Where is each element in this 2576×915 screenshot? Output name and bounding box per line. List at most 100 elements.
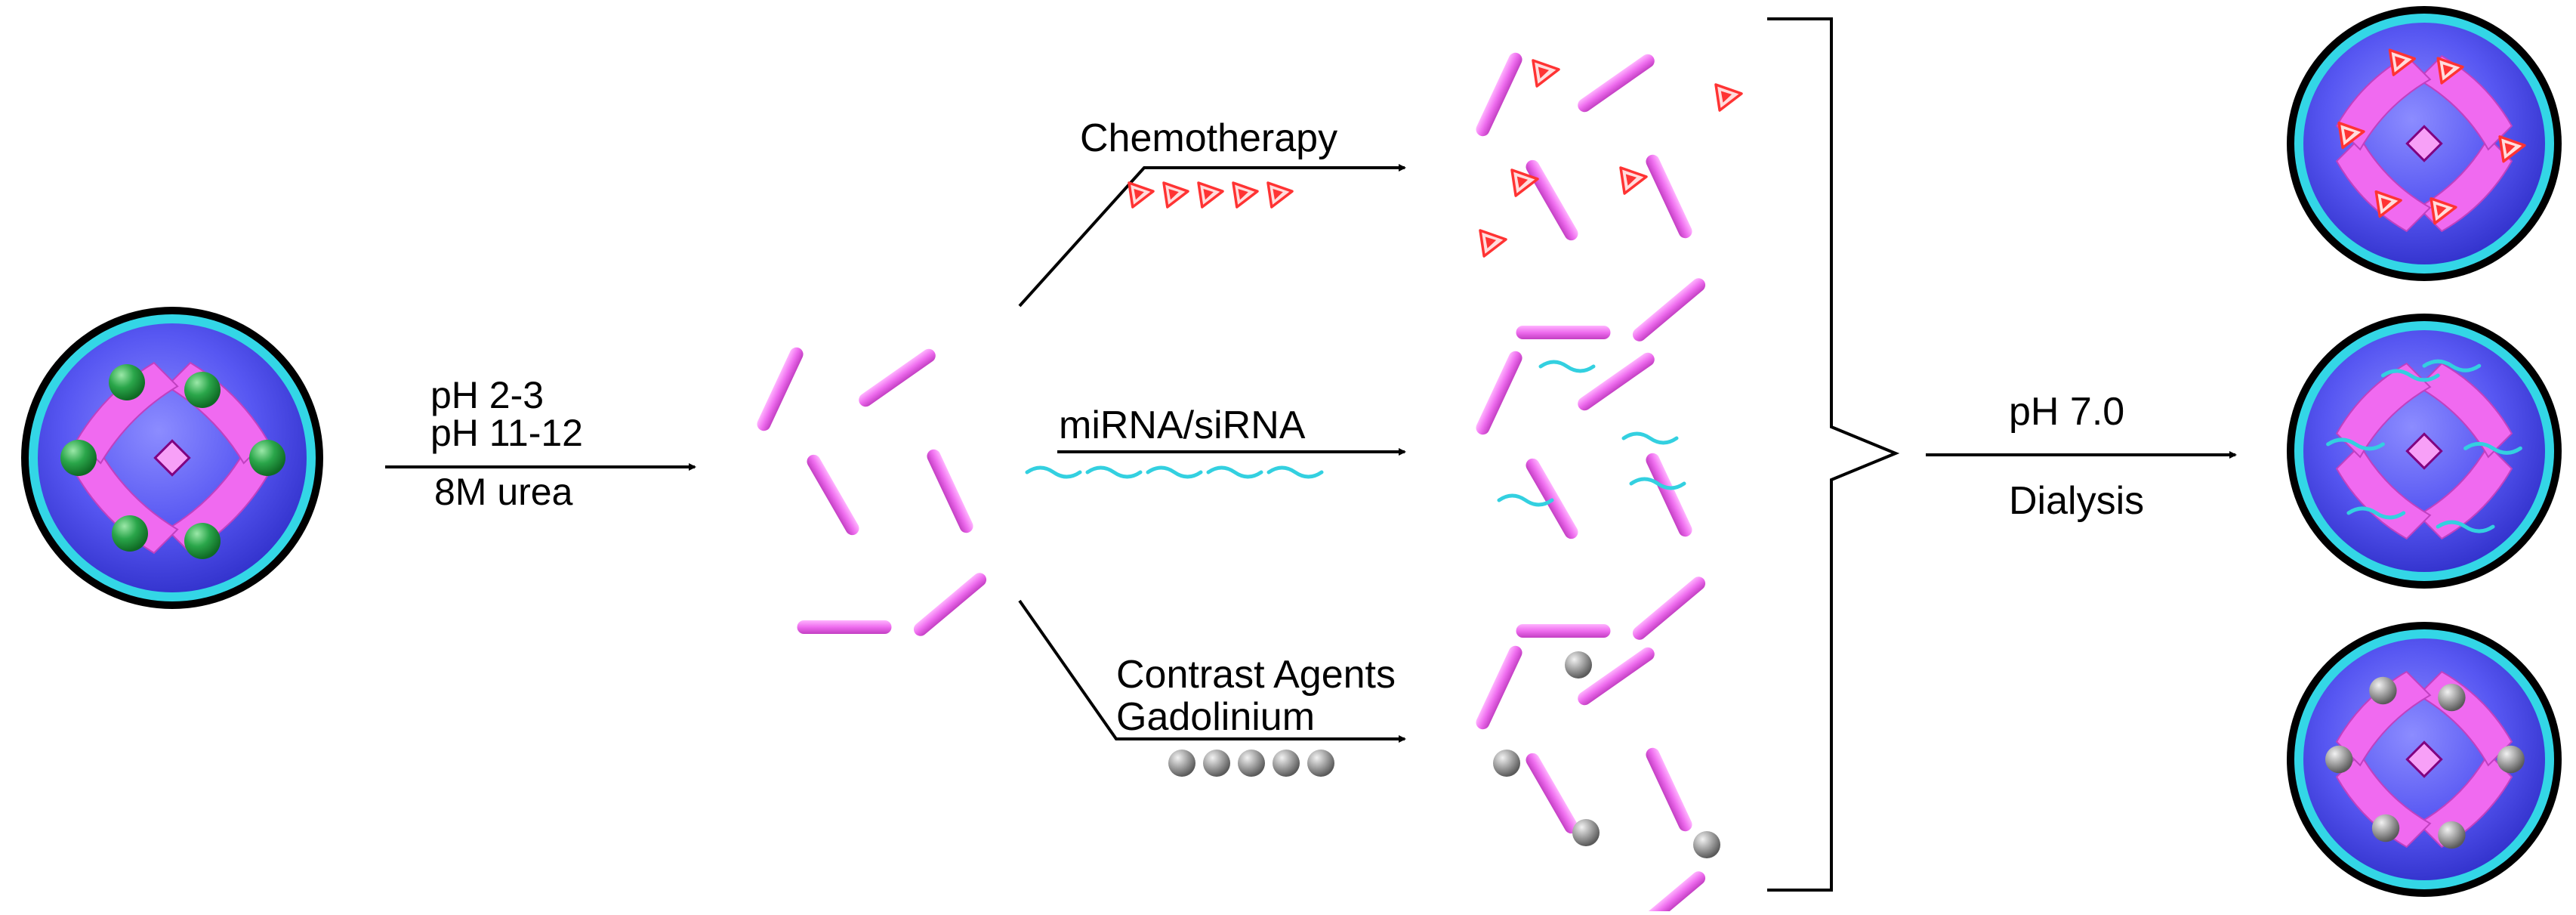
nucleic-acid-strand-icon [1266,465,1324,479]
encapsulated-cargo-icon [184,372,221,408]
mirna-sirna-label: miRNA/siRNA [1059,403,1306,447]
gadolinium-sphere-icon [1572,819,1600,846]
diagram-graphics [21,6,2562,915]
ferritin-subunit-rod-icon [1578,352,1655,411]
gadolinium-sphere-icon [1203,750,1230,777]
encapsulated-cargo-icon [249,440,285,476]
nucleic-acid-strand-icon [1497,493,1554,507]
ferritin-subunit-rod-icon [927,449,973,533]
gadolinium-sphere-icon [2371,814,2400,842]
ferritin-subunit-rod-icon [1578,54,1655,113]
drug-molecule-icon [1266,181,1294,209]
step1-line-3: 8M urea [434,471,573,513]
gadolinium-sphere-icon [2369,676,2397,705]
ferritin-subunit-rod-icon [1526,753,1578,834]
drug-molecule-icon [2436,57,2464,85]
cage-subunit-icon [2335,54,2432,151]
gadolinium-sphere-icon [2438,821,2466,849]
nucleic-acid-strand-icon [1621,431,1679,445]
ferritin-subunit-rod-icon [1632,577,1706,640]
encapsulated-cargo-icon [109,364,145,400]
encapsulated-cargo-icon [184,523,221,559]
ferritin-subunit-rod-icon [1476,52,1522,137]
gadolinium-sphere-icon [1168,750,1195,777]
ferritin-subunit-rod-icon [1632,871,1706,915]
ferritin-subunit-rod-icon [1516,624,1611,638]
drug-molecule-icon [1479,229,1507,258]
nucleic-acid-strand-icon [1085,465,1143,479]
nucleic-acid-strand-icon [2463,441,2522,455]
chemotherapy-label: Chemotherapy [1080,116,1337,160]
drug-molecule-icon [1128,181,1155,209]
arrow-icon [1018,164,1406,308]
gadolinium-sphere-icon [1238,750,1265,777]
starting-nanoparticle [21,307,323,609]
drug-molecule-icon [1532,59,1560,88]
cage-subunit-icon [76,361,179,465]
gadolinium-sphere-icon [1273,750,1300,777]
dialysis-label: Dialysis [2009,479,2144,523]
ferritin-subunit-rod-icon [1646,453,1692,537]
cage-subunit-icon [2417,362,2513,459]
connectors [385,17,2237,892]
gadolinium-sphere-icon [1565,651,1592,679]
disassembled-subunits [757,347,987,636]
drug-molecule-icon [2374,190,2402,218]
cage-subunit-icon [2335,670,2432,767]
drug-molecule-icon [1619,166,1648,195]
chemotherapy-loading-cluster [1476,52,1706,342]
encapsulated-cargo-icon [60,440,97,476]
gadolinium-sphere-icon [2497,745,2525,774]
ferritin-subunit-rod-icon [1578,647,1655,706]
gadolinium-label: Gadolinium [1116,695,1315,739]
drug-molecule-icon [2498,135,2526,163]
bracket-icon [1767,17,1900,892]
drug-molecule-icon [2337,121,2365,150]
gadolinium-sphere-icon [1693,831,1720,858]
gadolinium-sphere-icon [1493,750,1520,777]
gadolinium-sphere-icon [1307,750,1334,777]
drug-molecule-icon [1232,181,1259,209]
contrast-loaded-nanoparticle [2287,622,2562,897]
step1-conditions: pH 2-3 pH 11-12 8M urea [430,374,583,513]
cage-center-icon [2405,125,2443,162]
contrast-loading-cluster [1476,645,1706,915]
nucleic-acid-strand-icon [1538,360,1596,373]
drug-loaded-nanoparticle [2287,6,2562,281]
drug-molecule-icon [2388,48,2417,76]
ferritin-subunit-rod-icon [859,348,936,407]
ferritin-subunit-rod-icon [807,454,859,536]
ferritin-subunit-rod-icon [757,347,804,431]
nucleic-acid-strand-icon [1025,465,1082,479]
drug-molecule-icon [1197,181,1224,209]
drug-molecule-icon [2429,197,2457,225]
ferritin-subunit-rod-icon [1632,278,1706,342]
gadolinium-sphere-icon [2325,745,2353,774]
cage-subunit-icon [2335,362,2432,459]
ferritin-subunit-rod-icon [797,620,892,634]
ferritin-subunit-rod-icon [1516,326,1611,339]
ferritin-subunit-rod-icon [1646,747,1692,832]
cage-center-icon [153,439,191,477]
ferritin-subunit-rod-icon [913,573,987,636]
ferritin-subunit-rod-icon [1526,159,1578,241]
nucleic-acid-strand-icon [2436,520,2495,533]
drug-molecule-icon [1714,83,1743,112]
ferritin-subunit-rod-icon [1476,645,1522,730]
step1-line-2: pH 11-12 [430,412,583,454]
contrast-agents-label: Contrast Agents [1116,653,1396,697]
step1-line-1: pH 2-3 [430,374,544,416]
encapsulated-cargo-icon [112,515,148,552]
drug-molecule-icon [1162,181,1189,209]
nucleic-acid-strand-icon [2346,506,2406,520]
arrow-icon [1018,599,1406,743]
gadolinium-sphere-icon [2438,683,2466,712]
nucleic-acid-strand-icon [1206,465,1263,479]
drug-molecule-icon [1510,168,1539,197]
nucleic-acid-strand-icon [1146,465,1203,479]
ph-7-label: pH 7.0 [2009,390,2124,434]
nucleic-acid-strand-icon [2380,369,2440,382]
nucleic-acid-strand-icon [2326,437,2385,451]
